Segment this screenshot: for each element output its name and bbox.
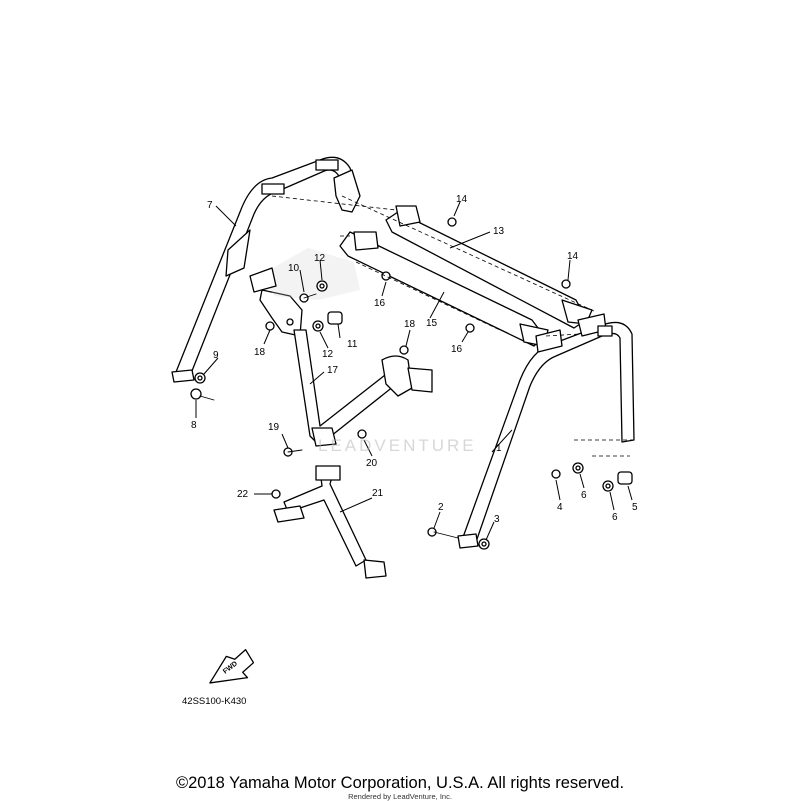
callout-3: 3 [494,514,500,525]
callout-6a: 6 [581,490,587,501]
rear-roll-bar-part [457,313,635,549]
callout-14a: 14 [456,194,468,205]
callout-18b: 18 [404,319,416,330]
callout-2: 2 [438,502,444,513]
watermark: LEADVENTURE [318,436,477,455]
callout-4: 4 [557,502,563,513]
fasteners [190,217,633,550]
callout-17: 17 [327,365,339,376]
fwd-arrow-icon: FWD [209,649,255,684]
lower-brace-part [273,465,387,579]
callout-13: 13 [493,226,505,237]
callout-14b: 14 [567,251,579,262]
copyright-notice: ©2018 Yamaha Motor Corporation, U.S.A. A… [175,774,625,792]
callout-10: 10 [288,263,300,274]
callout-11: 11 [347,339,358,350]
rendered-by-notice: Rendered by LeadVenture, Inc. [348,792,452,801]
catalog-code: 42SS100-K430 [182,696,247,707]
front-roll-bar-part [171,156,361,383]
callout-1: 1 [496,443,502,454]
callout-9: 9 [213,350,219,361]
middle-cross-tube-part [339,231,549,347]
callout-5: 5 [632,502,638,513]
assembly-guide-lines [271,195,634,457]
callout-16a: 16 [374,298,386,309]
center-brace-part [293,329,433,447]
callout-22: 22 [237,489,249,500]
leader-lines [195,201,633,541]
callout-6b: 6 [612,512,618,523]
callout-12a: 12 [314,253,326,264]
callout-21: 21 [372,488,384,499]
callout-labels: 7 9 8 10 12 12 11 14 13 14 15 16 16 17 1… [191,194,638,525]
callout-20: 20 [366,458,378,469]
callout-16b: 16 [451,344,463,355]
callout-15: 15 [426,318,438,329]
left-bracket-part [249,248,360,337]
callout-12b: 12 [322,349,334,360]
callout-19: 19 [268,422,280,433]
callout-18a: 18 [254,347,266,358]
callout-7: 7 [207,200,213,211]
callout-8: 8 [191,420,197,431]
